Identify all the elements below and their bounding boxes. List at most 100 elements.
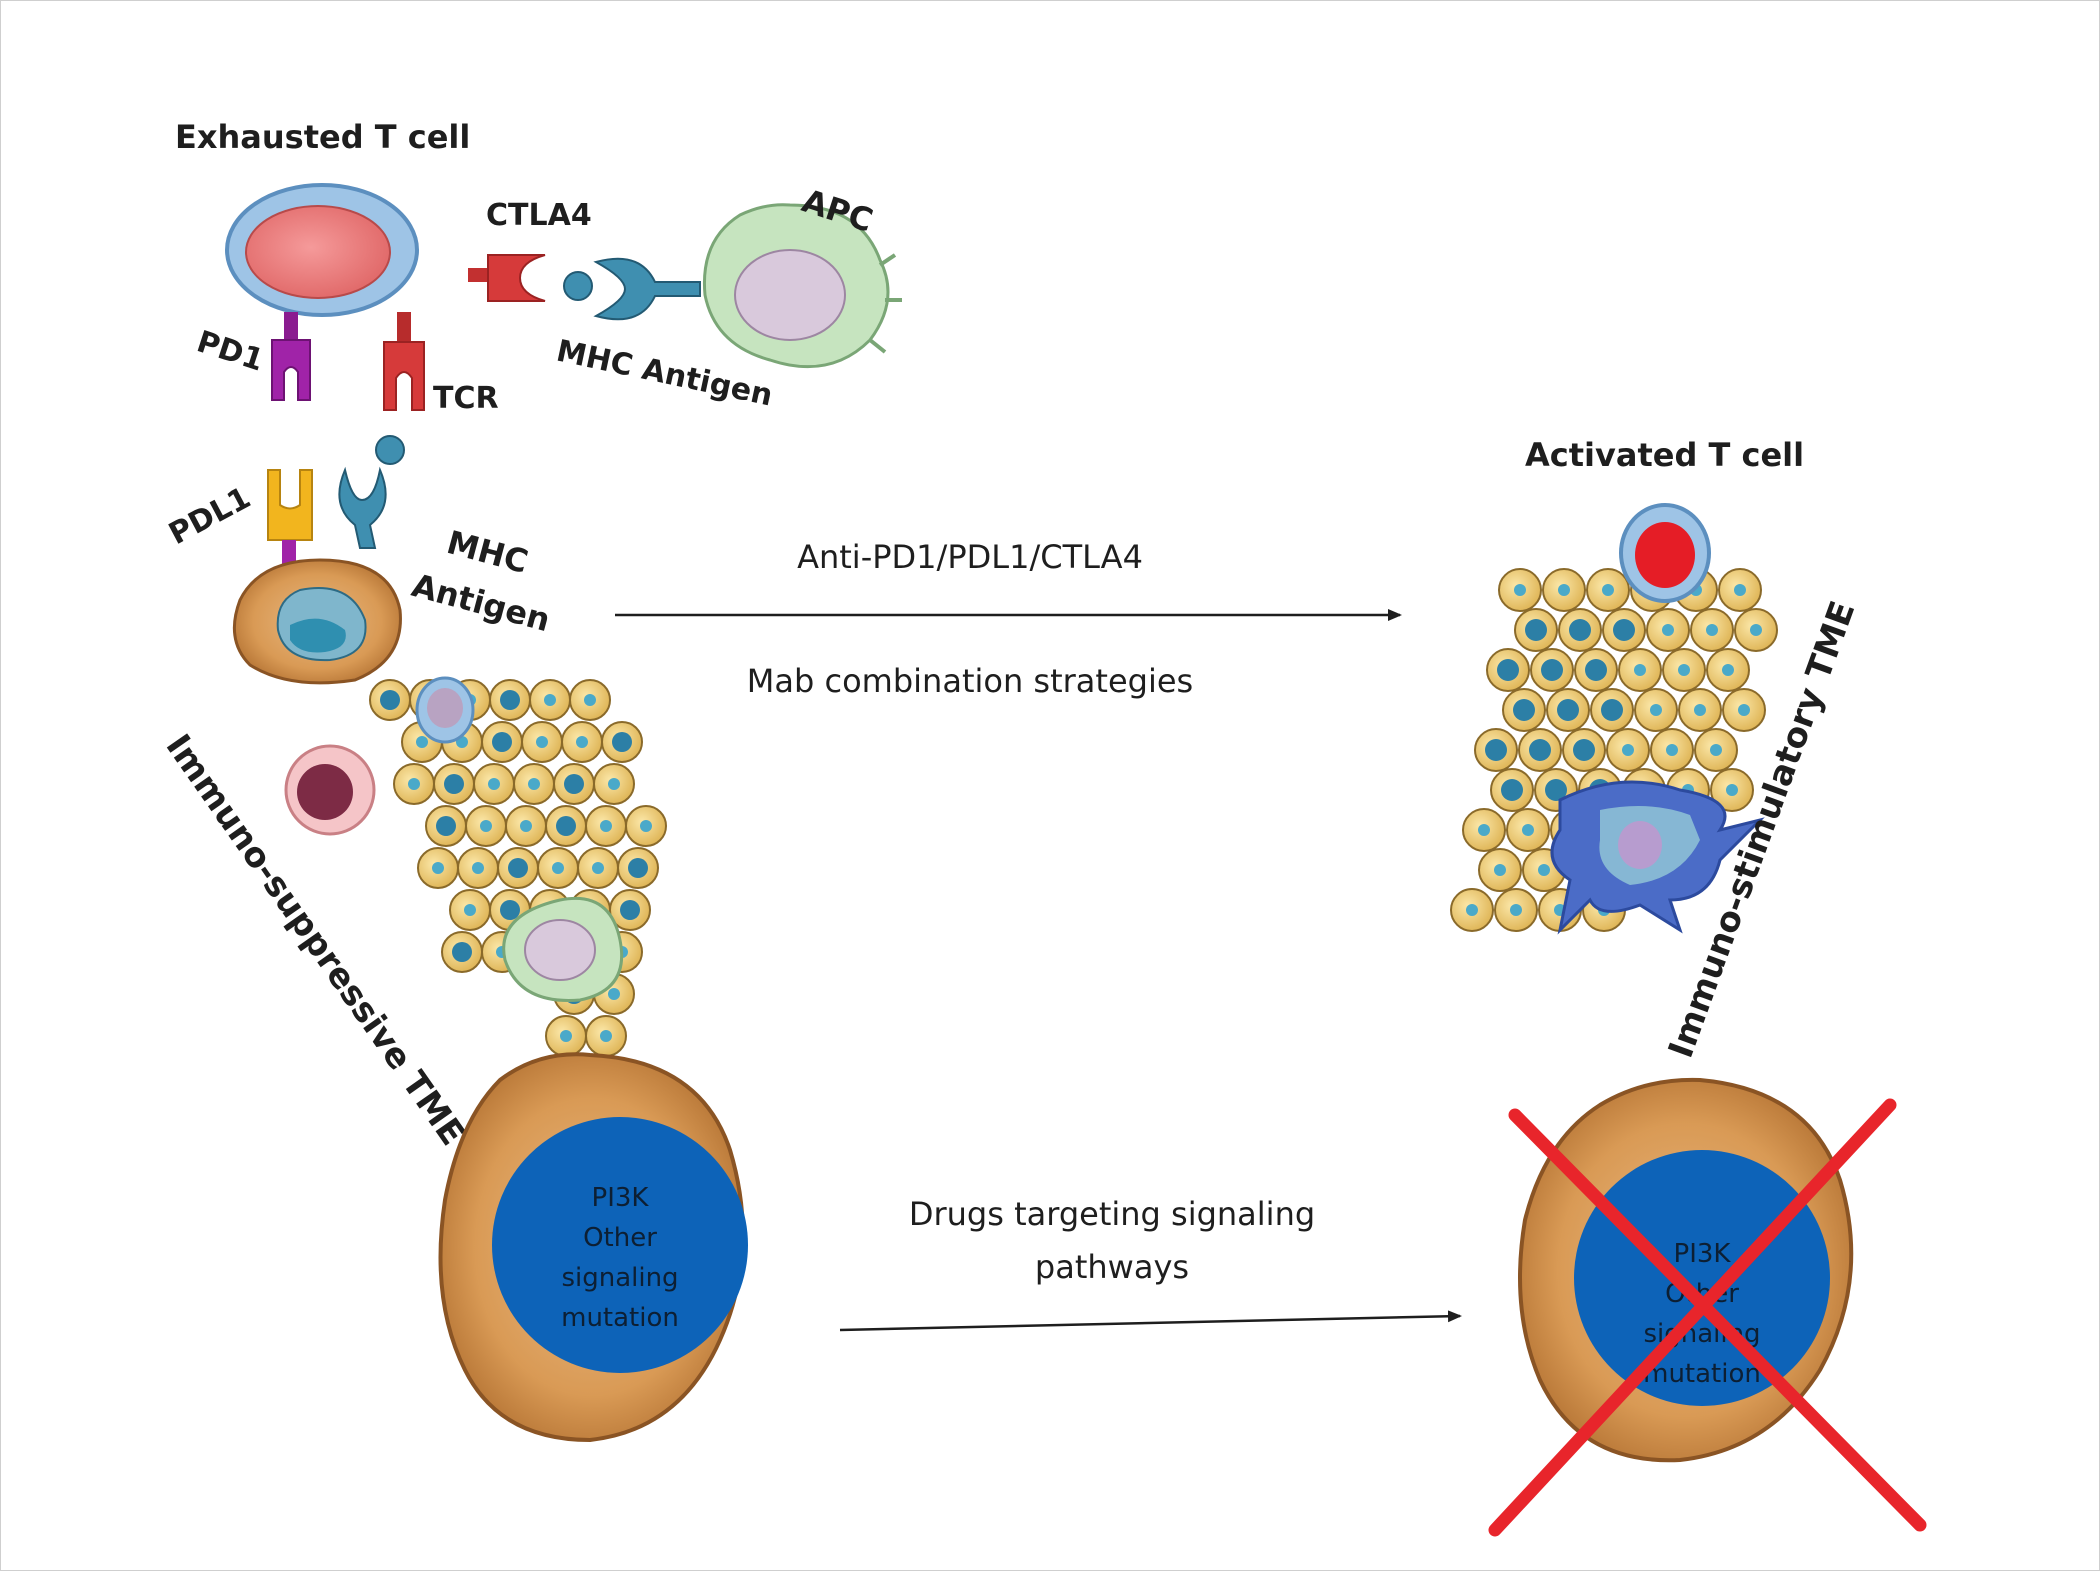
blue-tumor-cell (1558, 608, 1602, 652)
yellow-tumor-cell (513, 763, 555, 805)
pdl1-label: PDL1 (163, 480, 256, 552)
tcr-receptor (383, 312, 425, 411)
yellow-tumor-cell (1662, 648, 1706, 692)
mhc-label: MHC (443, 523, 532, 581)
blue-tumor-cell (609, 889, 651, 931)
blue-tumor-cell (1486, 648, 1530, 692)
dendritic-cell (1550, 780, 1765, 935)
antigen-label: Antigen (408, 566, 554, 639)
blue-tumor-cell (601, 721, 643, 763)
yellow-tumor-cell (569, 679, 611, 721)
bottom-arrow-label-line-1: Drugs targeting signaling (909, 1195, 1315, 1233)
yellow-tumor-cell (585, 1015, 627, 1057)
top-arrow-label-above: Anti-PD1/PDL1/CTLA4 (797, 538, 1143, 576)
yellow-tumor-cell (1690, 608, 1734, 652)
blue-tumor-cell (481, 721, 523, 763)
blue-tumor-cell (1602, 608, 1646, 652)
yellow-tumor-cell (1542, 568, 1586, 612)
blue-tumor-cell (553, 763, 595, 805)
blue-tumor-cell (1502, 688, 1546, 732)
bottom-arrow (839, 1310, 1462, 1332)
yellow-tumor-cell (521, 721, 563, 763)
yellow-tumor-cell (1478, 848, 1522, 892)
stimulatory-cell-cluster (1450, 503, 1778, 935)
blue-tumor-cell (1574, 648, 1618, 692)
yellow-tumor-cell (625, 805, 667, 847)
yellow-tumor-cell (1734, 608, 1778, 652)
blue-tumor-cell (1546, 688, 1590, 732)
yellow-tumor-cell (1722, 688, 1766, 732)
yellow-tumor-cell (545, 1015, 587, 1057)
yellow-tumor-cell (537, 847, 579, 889)
yellow-tumor-cell (1494, 888, 1538, 932)
yellow-tumor-cell (465, 805, 507, 847)
pd1-receptor (271, 312, 311, 401)
tumor-cell-left: PI3K Other signaling mutation (438, 1052, 748, 1443)
blue-tumor-cell (617, 847, 659, 889)
bottom-arrow-label-line-2: pathways (1035, 1248, 1189, 1286)
yellow-tumor-cell (1650, 728, 1694, 772)
exhausted-t-cell-label: Exhausted T cell (175, 118, 470, 156)
blue-tumor-cell (545, 805, 587, 847)
apc-cell-cluster (502, 896, 624, 1002)
antigen-bead-lower (375, 435, 405, 465)
yellow-tumor-cell (529, 679, 571, 721)
yellow-tumor-cell (1606, 728, 1650, 772)
yellow-tumor-cell (1498, 568, 1542, 612)
yellow-tumor-cell (417, 847, 459, 889)
yellow-tumor-cell (1586, 568, 1630, 612)
tumor-left-line-3: signaling (561, 1263, 678, 1293)
yellow-tumor-cell (1678, 688, 1722, 732)
yellow-tumor-cell (1646, 608, 1690, 652)
blue-tumor-cell (489, 679, 531, 721)
yellow-tumor-cell (593, 763, 635, 805)
blue-tumor-cell (497, 847, 539, 889)
suppressive-cell-cluster (284, 676, 667, 1057)
blue-tumor-cell (1514, 608, 1558, 652)
blue-tumor-cell (1490, 768, 1534, 812)
pdl1-receptor (267, 469, 313, 568)
ctla4-receptor (468, 254, 546, 302)
yellow-tumor-cell (505, 805, 547, 847)
mhc-lower-receptor (338, 466, 387, 549)
yellow-tumor-cell (585, 805, 627, 847)
tumor-left-line-4: mutation (561, 1303, 679, 1333)
yellow-tumor-cell (393, 763, 435, 805)
blue-tumor-cell (441, 931, 483, 973)
red-cross-mark (1488, 1098, 1927, 1537)
apc-cell (702, 203, 902, 369)
yellow-tumor-cell (1618, 648, 1662, 692)
yellow-tumor-cell (577, 847, 619, 889)
exhausted-t-cell (225, 183, 419, 317)
tumor-nucleus-right (1574, 1150, 1830, 1406)
top-arrow-label-below: Mab combination strategies (747, 662, 1193, 700)
neutrophil-cell (284, 744, 376, 836)
blue-tumor-cell (433, 763, 475, 805)
yellow-tumor-cell (1450, 888, 1494, 932)
blue-tumor-cell (369, 679, 411, 721)
yellow-tumor-cell (561, 721, 603, 763)
mhc-top-receptor (593, 257, 701, 321)
ctla4-label: CTLA4 (486, 198, 592, 233)
yellow-tumor-cell (1710, 768, 1754, 812)
activated-t-cell (1619, 503, 1711, 603)
yellow-tumor-cell (457, 847, 499, 889)
blue-tumor-cell (1530, 648, 1574, 692)
small-tumor-cell (232, 558, 402, 685)
blue-tumor-cell (1474, 728, 1518, 772)
activated-t-cell-label: Activated T cell (1525, 436, 1804, 474)
tumor-right-line-4: mutation (1643, 1359, 1761, 1389)
yellow-tumor-cell (1634, 688, 1678, 732)
yellow-tumor-cell (473, 763, 515, 805)
yellow-tumor-cell (1462, 808, 1506, 852)
yellow-tumor-cell (1506, 808, 1550, 852)
tumor-right-line-1: PI3K (1674, 1239, 1732, 1269)
yellow-tumor-cell (449, 889, 491, 931)
blue-tumor-cell (1590, 688, 1634, 732)
yellow-tumor-cell (1694, 728, 1738, 772)
tumor-left-line-1: PI3K (592, 1183, 650, 1213)
antigen-bead-top (563, 271, 593, 301)
blue-tumor-cell (1562, 728, 1606, 772)
pd1-label: PD1 (193, 324, 268, 378)
